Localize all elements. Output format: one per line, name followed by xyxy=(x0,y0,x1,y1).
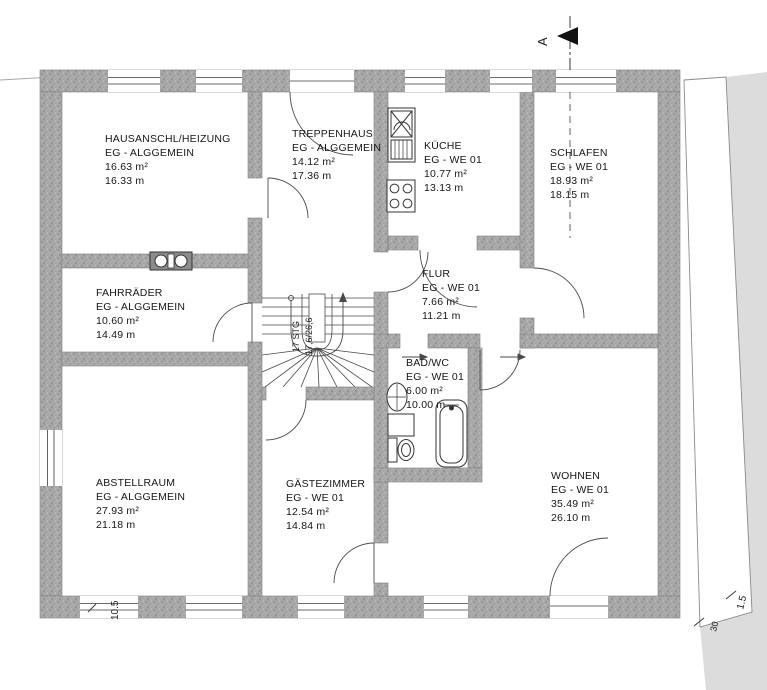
stair-winder-treads xyxy=(261,347,375,388)
scan-shadow-region xyxy=(700,72,767,690)
door-arc-hausanschluss xyxy=(267,177,309,219)
entrance-door-arc xyxy=(289,91,354,156)
dimension-ticks xyxy=(87,590,737,627)
stair-steps-label: 17 STG xyxy=(291,321,301,352)
section-label: A xyxy=(535,37,550,46)
door-arc-treppenhaus-flur xyxy=(387,251,429,293)
sidewalk-strip xyxy=(683,76,753,628)
terrace-door-arc xyxy=(549,537,609,597)
dim-bottom-left: 10.5 xyxy=(110,600,121,620)
door-arc-gaestezimmer xyxy=(333,542,375,584)
door-arc-fahrraeder xyxy=(212,302,253,343)
washbasin-icon xyxy=(386,382,408,412)
stove-icon xyxy=(386,179,416,213)
section-arrow-icon xyxy=(557,27,578,45)
dim-right-width: 1.5 xyxy=(735,594,749,611)
door-arc-landing-gaestezimmer xyxy=(265,399,307,441)
door-arc-kueche-flur xyxy=(419,249,478,308)
dim-right-offset: 30 xyxy=(708,620,720,632)
kitchen-sink-icon xyxy=(387,107,416,163)
stair-walk-line xyxy=(288,292,347,357)
door-arc-flur-schlafen xyxy=(533,267,585,319)
chimney-icon xyxy=(149,251,193,271)
door-direction-arrows xyxy=(402,353,527,361)
stair-rise-run-label: 17,6/26,6 xyxy=(304,317,314,355)
interior-walls xyxy=(61,91,659,597)
windows xyxy=(40,70,616,618)
washing-machine-icon xyxy=(387,413,415,437)
bathtub-icon xyxy=(435,399,468,468)
toilet-icon xyxy=(387,437,415,463)
staircase xyxy=(261,292,375,388)
